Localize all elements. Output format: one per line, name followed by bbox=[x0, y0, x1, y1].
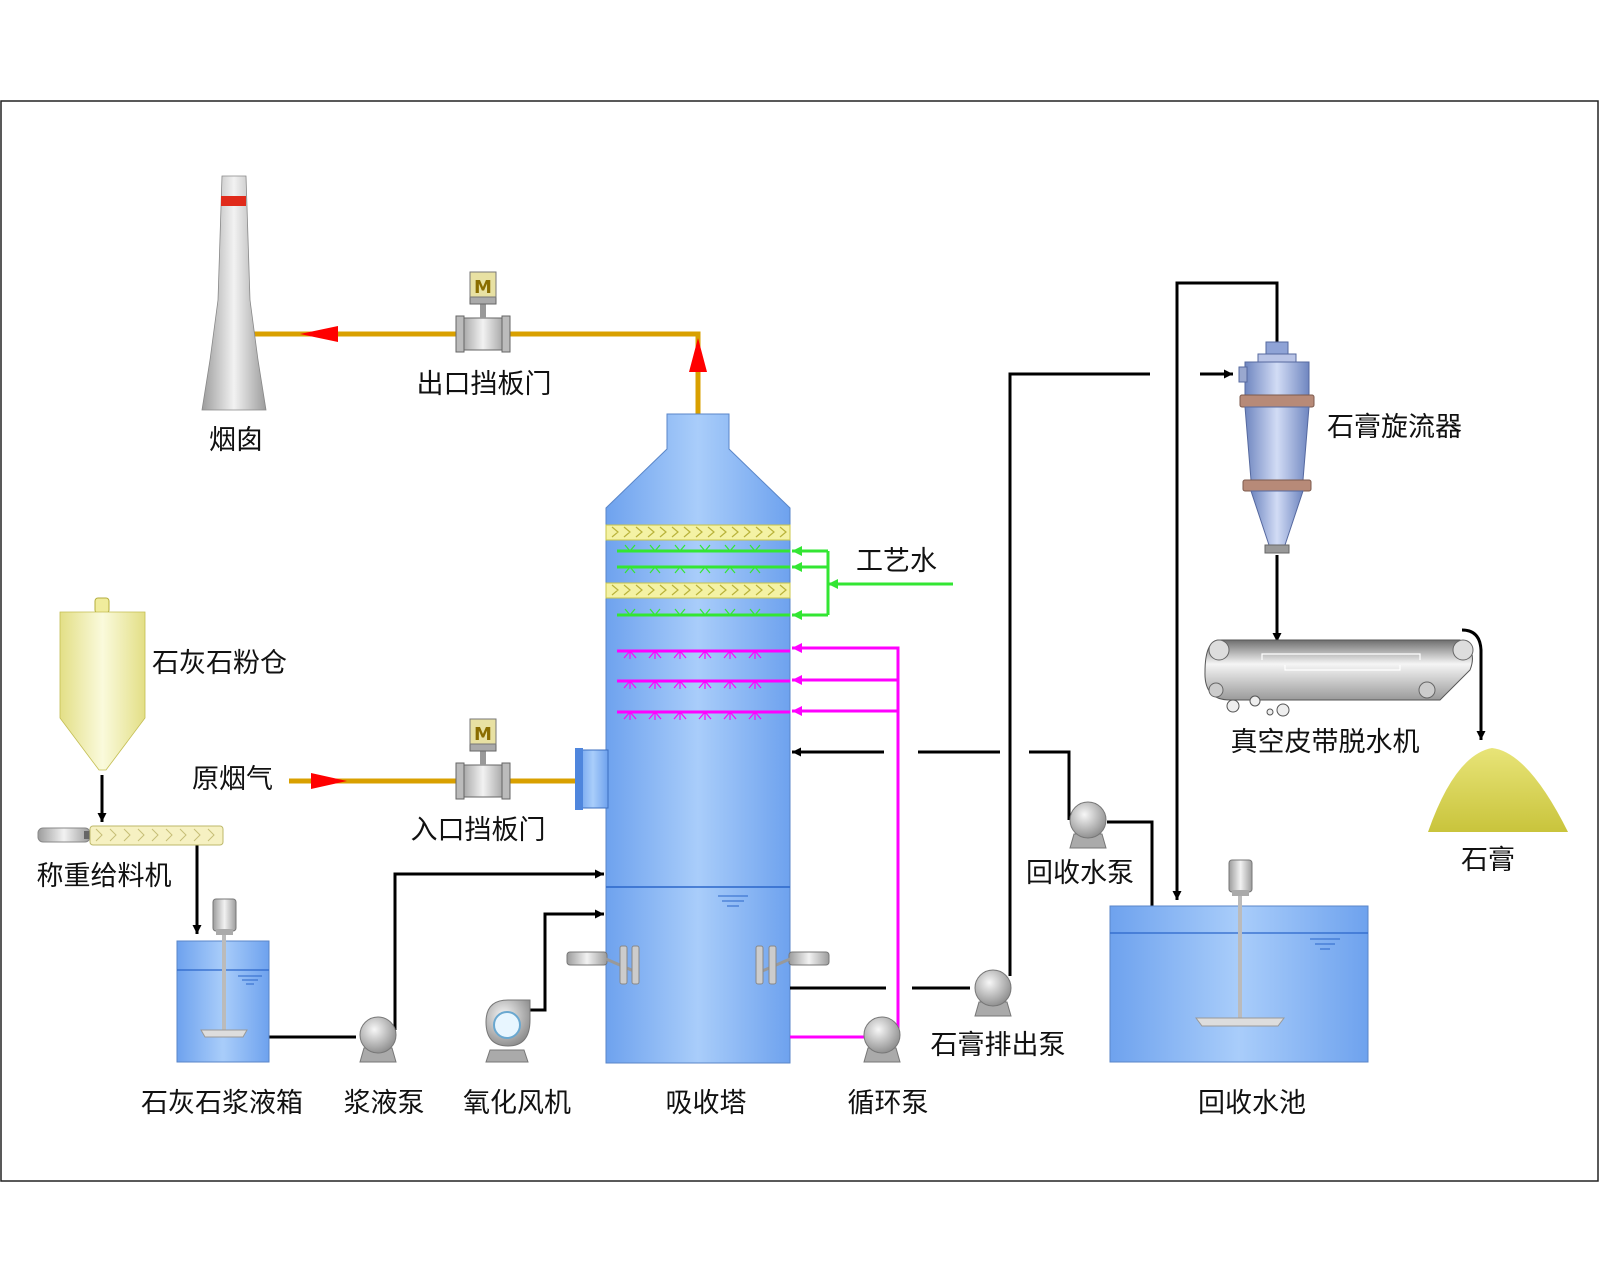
label-gypsum: 石膏 bbox=[1461, 845, 1515, 876]
spray-lines bbox=[617, 643, 900, 1039]
absorber-agitator-right bbox=[755, 945, 830, 985]
recovery-water-pump[interactable] bbox=[1069, 801, 1107, 849]
slurry-pump[interactable] bbox=[359, 1016, 397, 1063]
vacuum-belt-filter[interactable] bbox=[1204, 639, 1474, 717]
oxidation-blower[interactable] bbox=[485, 999, 531, 1063]
outlet-damper[interactable]: M bbox=[455, 271, 511, 353]
equipment-labels: 烟囱 出口挡板门 工艺水 石灰石粉仓 原烟气 入口挡板门 称重给料机 石灰石浆液… bbox=[37, 369, 1516, 1119]
outlet-damper-motor-icon: M bbox=[474, 277, 492, 298]
absorber-agitator-left bbox=[566, 945, 640, 985]
spray-nozzles bbox=[623, 650, 762, 720]
label-slurry-pump: 浆液泵 bbox=[344, 1088, 425, 1119]
label-raw-flue-gas: 原烟气 bbox=[192, 764, 273, 795]
label-limestone-silo: 石灰石粉仓 bbox=[152, 648, 287, 679]
inlet-damper-motor-icon: M bbox=[474, 724, 492, 745]
limestone-silo[interactable] bbox=[59, 597, 146, 771]
gypsum-discharge-pump[interactable] bbox=[974, 969, 1012, 1017]
diagram-frame bbox=[0, 100, 1599, 1182]
gypsum-pile bbox=[1428, 748, 1568, 832]
gypsum-cyclone[interactable] bbox=[1238, 341, 1315, 554]
label-oxidation-blower: 氧化风机 bbox=[463, 1088, 571, 1119]
recovery-water-pool[interactable] bbox=[1109, 859, 1369, 1063]
label-vacuum-belt-filter: 真空皮带脱水机 bbox=[1231, 727, 1420, 758]
label-weigh-feeder: 称重给料机 bbox=[37, 861, 172, 892]
label-recovery-water-tank: 回收水池 bbox=[1198, 1088, 1306, 1119]
label-process-water: 工艺水 bbox=[856, 546, 937, 577]
label-gypsum-cyclone: 石膏旋流器 bbox=[1327, 412, 1462, 443]
flow-arrow-up bbox=[689, 338, 707, 372]
circulation-pump[interactable] bbox=[863, 1016, 901, 1063]
label-inlet-damper: 入口挡板门 bbox=[411, 815, 546, 846]
slurry-lines bbox=[97, 281, 1486, 1039]
label-circulation-pump: 循环泵 bbox=[848, 1088, 929, 1119]
label-chimney: 烟囱 bbox=[209, 425, 263, 456]
process-water-lines bbox=[617, 546, 953, 620]
label-recovery-water-pump: 回收水泵 bbox=[1026, 858, 1134, 889]
label-gypsum-discharge-pump: 石膏排出泵 bbox=[931, 1030, 1066, 1061]
label-outlet-damper: 出口挡板门 bbox=[417, 369, 552, 400]
chimney bbox=[201, 175, 267, 411]
absorber-tower[interactable] bbox=[566, 413, 830, 1064]
label-limestone-slurry-tank: 石灰石浆液箱 bbox=[141, 1088, 303, 1119]
limestone-slurry-tank[interactable] bbox=[176, 898, 270, 1063]
label-absorber: 吸收塔 bbox=[666, 1088, 747, 1119]
weigh-feeder[interactable] bbox=[37, 825, 224, 846]
process-water-nozzles bbox=[624, 544, 761, 616]
flow-arrow-to-chimney bbox=[300, 326, 338, 342]
inlet-damper[interactable]: M bbox=[455, 718, 511, 800]
flow-arrow-raw-gas bbox=[311, 773, 347, 789]
